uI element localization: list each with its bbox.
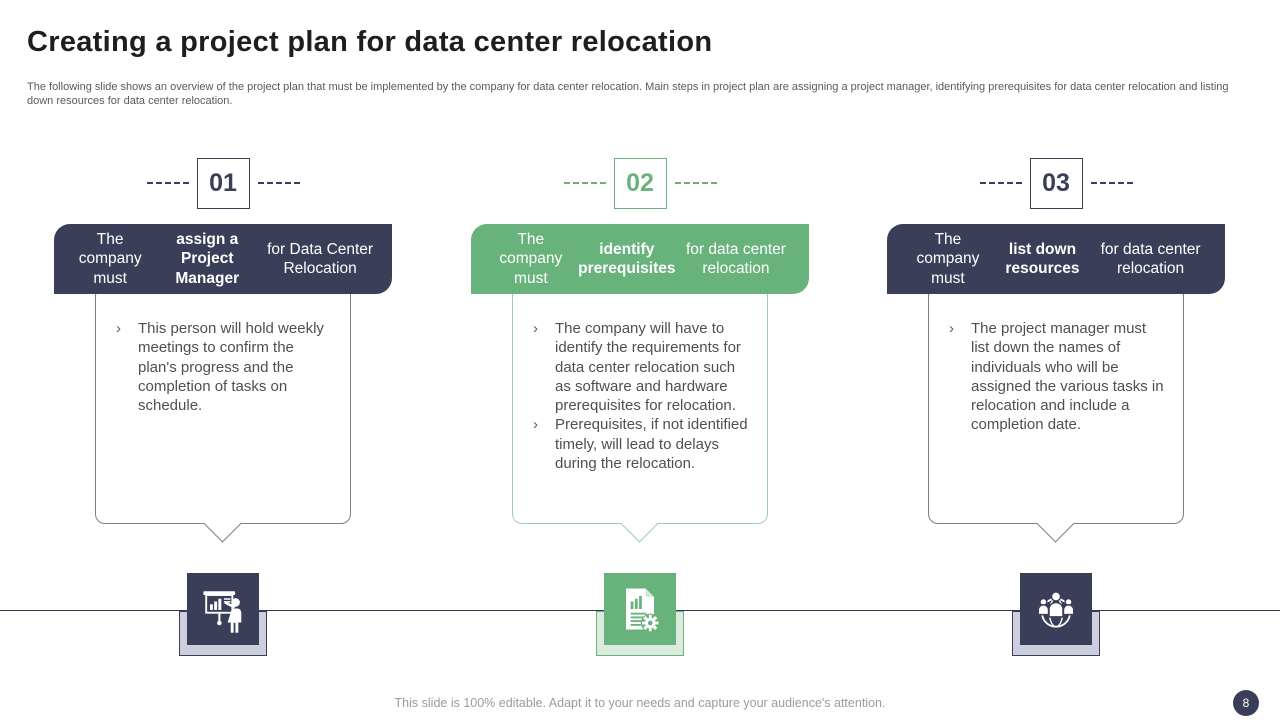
speech-bubble-tail bbox=[203, 504, 242, 543]
presentation-chart-icon bbox=[195, 581, 251, 637]
speech-bubble: › The company will have to identify the … bbox=[512, 293, 768, 543]
bullet-list: › The project manager must list down the… bbox=[929, 294, 1183, 435]
dashed-connector-left bbox=[563, 182, 606, 184]
slide-description: The following slide shows an overview of… bbox=[27, 81, 1229, 107]
speech-bubble: › This person will hold weekly meetings … bbox=[95, 293, 351, 543]
dashed-connector-right bbox=[257, 182, 300, 184]
bullet-marker: › bbox=[949, 320, 954, 337]
step-column-3: 03 The company must list down resources … bbox=[887, 150, 1225, 670]
step-number-row: 02 bbox=[471, 157, 809, 209]
bullet-text: This person will hold weekly meetings to… bbox=[138, 320, 324, 415]
icon-tile bbox=[604, 573, 676, 645]
list-item: › Prerequisites, if not identified timel… bbox=[533, 415, 751, 473]
icon-tile bbox=[187, 573, 259, 645]
bullet-marker: › bbox=[533, 416, 538, 434]
step-number-box: 02 bbox=[613, 157, 667, 209]
step-column-1: 01 The company must assign a Project Man… bbox=[54, 150, 392, 670]
speech-bubble-tail bbox=[1036, 504, 1075, 543]
step-number-box: 03 bbox=[1029, 157, 1083, 209]
icon-tile bbox=[1020, 573, 1092, 645]
step-number-row: 01 bbox=[54, 157, 392, 209]
dashed-connector-right bbox=[674, 182, 717, 184]
dashed-connector-left bbox=[146, 182, 189, 184]
step-banner: The company must identify prerequisites … bbox=[471, 224, 809, 294]
bullet-marker: › bbox=[533, 320, 538, 337]
step-banner: The company must assign a Project Manage… bbox=[54, 224, 392, 294]
step-banner: The company must list down resources for… bbox=[887, 224, 1225, 294]
bullet-marker: › bbox=[116, 320, 121, 337]
step-column-2: 02 The company must identify prerequisit… bbox=[471, 150, 809, 670]
footer-note: This slide is 100% editable. Adapt it to… bbox=[394, 696, 886, 710]
dashed-connector-right bbox=[1090, 182, 1133, 184]
list-item: › The company will have to identify the … bbox=[533, 319, 751, 415]
bullet-text: Prerequisites, if not identified timely,… bbox=[555, 416, 748, 473]
list-item: › The project manager must list down the… bbox=[949, 319, 1167, 435]
bullet-text: The company will have to identify the re… bbox=[555, 320, 741, 415]
step-number-row: 03 bbox=[887, 157, 1225, 209]
bullet-list: › The company will have to identify the … bbox=[513, 294, 767, 473]
page-number-badge: 8 bbox=[1233, 690, 1259, 716]
bullet-text: The project manager must list down the n… bbox=[971, 320, 1164, 434]
document-gear-chart-icon bbox=[612, 581, 668, 637]
page-title: Creating a project plan for data center … bbox=[27, 26, 713, 58]
dashed-connector-left bbox=[979, 182, 1022, 184]
speech-bubble-tail bbox=[620, 504, 659, 543]
step-number-box: 01 bbox=[196, 157, 250, 209]
global-team-icon bbox=[1028, 581, 1084, 637]
list-item: › This person will hold weekly meetings … bbox=[116, 319, 334, 415]
bullet-list: › This person will hold weekly meetings … bbox=[96, 294, 350, 415]
speech-bubble: › The project manager must list down the… bbox=[928, 293, 1184, 543]
